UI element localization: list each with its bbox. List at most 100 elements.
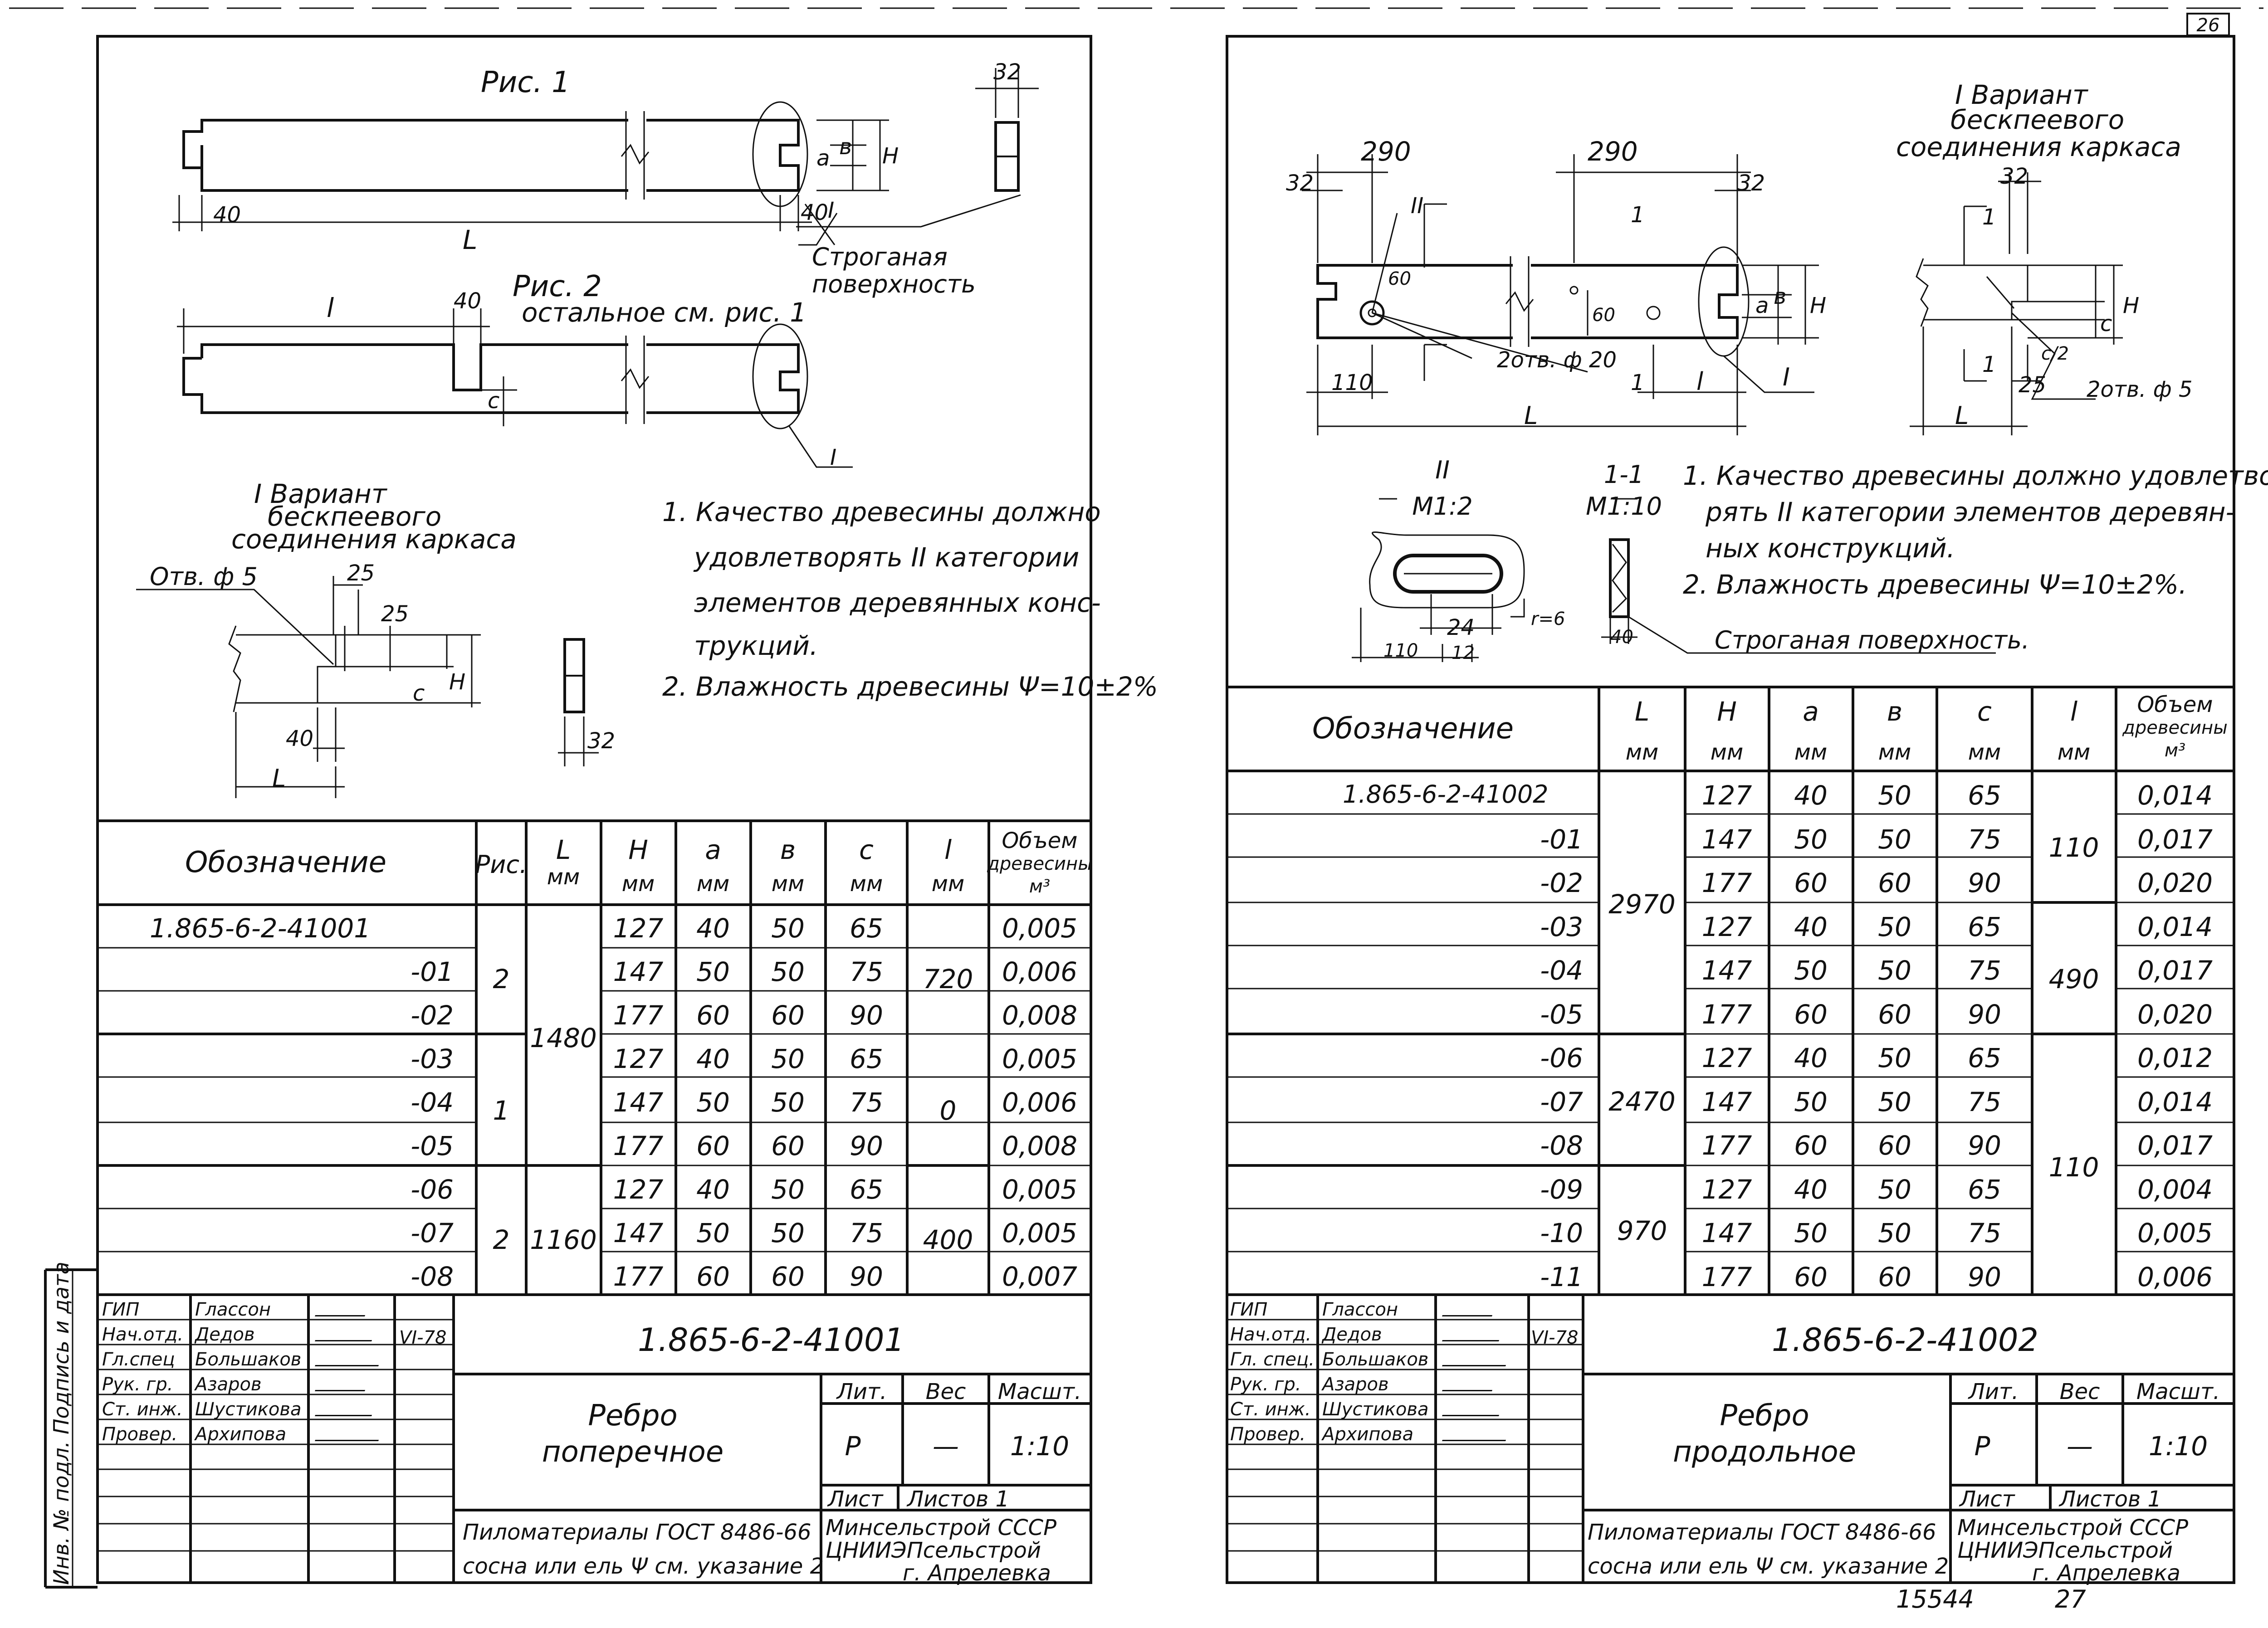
right-row-H: 177 — [1701, 999, 1752, 1030]
right-th-vol-2: древесины — [2122, 717, 2228, 738]
right-date: VI-78 — [1531, 1327, 1579, 1348]
right-row-a: 40 — [1794, 911, 1828, 942]
left-row-c: 90 — [850, 1131, 883, 1161]
left-staff-role: Нач.отд. — [102, 1324, 184, 1345]
right-th-L-unit: мм — [1625, 740, 1659, 765]
right-row-c: 90 — [1968, 1130, 2001, 1161]
left-row-designation: -06 — [411, 1174, 454, 1205]
left-merged-l-c: 400 — [923, 1224, 973, 1255]
right-surface-label: Строганая поверхность. — [1715, 626, 2030, 654]
left-th-H-unit: мм — [621, 871, 655, 897]
right-var-mark-1b: 1 — [1982, 352, 1996, 377]
right-dim-32b: 32 — [1737, 171, 1765, 196]
left-dim-l: l — [327, 292, 334, 323]
left-dim-H2: H — [449, 669, 466, 695]
right-row-b: 60 — [1878, 1261, 1911, 1292]
left-th-L-unit: мм — [547, 864, 580, 890]
right-section-2-scale: М1:2 — [1412, 492, 1473, 521]
right-row-c: 65 — [1968, 1174, 2001, 1205]
left-merged-L-a: 1480 — [530, 1023, 597, 1053]
right-org-1: Минсельстрой СССР — [1957, 1515, 2189, 1540]
left-row-a: 50 — [696, 1218, 730, 1248]
left-row-b: 50 — [771, 913, 805, 944]
right-slot-40: 40 — [1610, 627, 1633, 648]
right-row-designation: -11 — [1540, 1261, 1583, 1292]
left-row-designation: -05 — [411, 1131, 454, 1161]
left-row-a: 60 — [696, 1261, 730, 1292]
right-dim-32c: 32 — [2000, 164, 2028, 189]
right-section-2: II — [1435, 456, 1450, 484]
left-row-designation: -07 — [411, 1218, 454, 1248]
left-variant-1: I Вариант — [254, 478, 387, 509]
right-lit: Р — [1974, 1431, 1990, 1462]
left-dim-40d: 40 — [286, 726, 314, 751]
left-variant-2: бескпеевого — [268, 501, 442, 532]
right-row-H: 127 — [1701, 780, 1752, 811]
left-row-b: 60 — [771, 1000, 805, 1031]
left-staff-name: Дедов — [195, 1324, 255, 1345]
right-th-vol-3: м³ — [2164, 740, 2186, 761]
left-dim-H: H — [882, 143, 899, 169]
left-dim-I2: I — [830, 445, 837, 470]
left-fig2-note: остальное см. рис. 1 — [522, 297, 807, 328]
left-row-designation: -08 — [411, 1261, 454, 1292]
right-holes-5: 2отв. ф 5 — [2087, 377, 2193, 402]
left-dim-I: I — [828, 198, 835, 223]
right-row-b: 50 — [1878, 1043, 1911, 1073]
left-th-l-unit: мм — [931, 871, 965, 897]
left-th-vol-2: древесины — [987, 853, 1092, 874]
left-row-c: 75 — [850, 1218, 883, 1248]
right-th-a: a — [1803, 696, 1819, 727]
right-row-designation: -01 — [1540, 824, 1583, 855]
right-scale: 1:10 — [2148, 1431, 2208, 1462]
left-signature-icon — [314, 1351, 384, 1366]
right-merged-l-c: 110 — [2048, 1152, 2099, 1183]
left-row-designation: -04 — [411, 1087, 454, 1118]
right-row-b: 60 — [1878, 999, 1911, 1030]
left-weight-h: Вес — [925, 1379, 966, 1404]
right-row-c: 75 — [1968, 955, 2001, 986]
right-row-b: 50 — [1878, 1086, 1911, 1117]
right-row-b: 50 — [1878, 824, 1911, 855]
left-org-2: ЦНИИЭПсельстрой — [826, 1538, 1041, 1563]
right-row-H: 127 — [1701, 1174, 1752, 1205]
right-section-1: 1-1 — [1603, 460, 1644, 489]
left-row-v: 0,005 — [1002, 1218, 1078, 1248]
left-merged-fig-c: 2 — [493, 1224, 510, 1255]
bottom-code-2: 27 — [2055, 1585, 2086, 1613]
right-th-H-unit: мм — [1710, 740, 1744, 765]
left-row-H: 177 — [613, 1000, 664, 1031]
right-slot-24: 24 — [1447, 615, 1475, 640]
left-signature-icon — [314, 1376, 371, 1391]
right-row-a: 40 — [1794, 1174, 1828, 1205]
left-row-H: 177 — [613, 1131, 664, 1161]
right-row-b: 50 — [1878, 1218, 1911, 1248]
right-sheet-frame — [1226, 35, 2235, 1584]
right-row-c: 65 — [1968, 780, 2001, 811]
left-material-1: Пиломатериалы ГОСТ 8486-66 — [463, 1520, 811, 1545]
left-dim-32: 32 — [993, 59, 1022, 85]
left-row-H: 147 — [613, 1218, 664, 1248]
left-note-2: удовлетворять II категории — [694, 542, 1080, 573]
right-slot-r6: r=6 — [1531, 609, 1565, 629]
left-scale-h: Масшт. — [997, 1379, 1082, 1404]
left-th-c-unit: мм — [850, 871, 883, 897]
left-sheet: Лист — [828, 1487, 883, 1512]
right-doc-code: 1.865-6-2-41002 — [1772, 1321, 2038, 1359]
left-signature-icon — [314, 1401, 377, 1416]
right-row-c: 90 — [1968, 1261, 2001, 1292]
right-dim-110: 110 — [1331, 370, 1373, 395]
right-row-v: 0,017 — [2137, 824, 2213, 855]
left-row-a: 60 — [696, 1000, 730, 1031]
right-staff-name: Азаров — [1322, 1374, 1389, 1395]
left-org-1: Минсельстрой СССР — [826, 1515, 1057, 1540]
right-row-v: 0,017 — [2137, 955, 2213, 986]
left-staff-name: Глассон — [195, 1299, 271, 1320]
left-sheets: Листов 1 — [907, 1487, 1010, 1512]
right-row-designation: 1.865-6-2-41002 — [1343, 780, 1549, 809]
right-dim-32a: 32 — [1286, 171, 1314, 196]
left-dim-25b: 25 — [381, 601, 409, 627]
right-dim-L: L — [1524, 401, 1538, 430]
right-row-designation: -02 — [1540, 868, 1583, 898]
right-signature-icon — [1442, 1426, 1511, 1441]
